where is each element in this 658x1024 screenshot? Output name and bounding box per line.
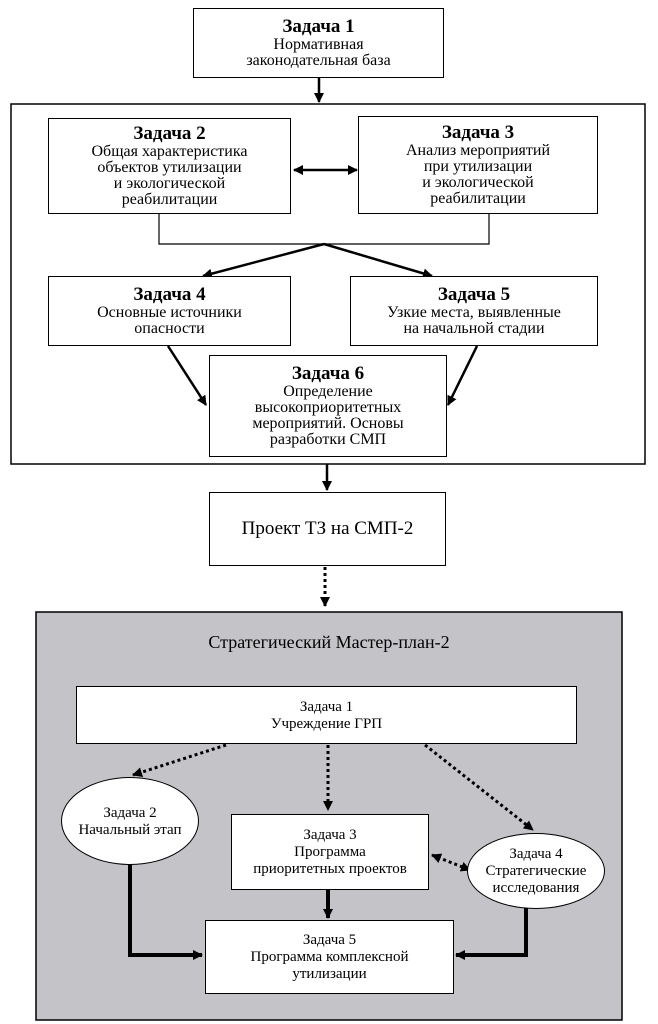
task3-title: Задача 3 bbox=[441, 122, 515, 143]
mp-task2-line: Начальный этап bbox=[78, 821, 182, 838]
mp-task4-line: Стратегические bbox=[485, 863, 587, 879]
mp-task3-box: Задача 3 Программа приоритетных проектов bbox=[231, 814, 429, 890]
arrow-mp3-mp4 bbox=[431, 853, 471, 872]
task2-line: объектов утилизации bbox=[97, 159, 242, 176]
task2-box: Задача 2 Общая характеристика объектов у… bbox=[48, 118, 291, 214]
project-box: Проект ТЗ на СМП-2 bbox=[209, 492, 446, 566]
task5-box: Задача 5 Узкие места, выявленные на нача… bbox=[350, 276, 598, 346]
arrow-to-task5 bbox=[323, 242, 433, 279]
masterplan-heading: Стратегический Мастер-план-2 bbox=[208, 632, 450, 652]
project-label: Проект ТЗ на СМП-2 bbox=[241, 518, 414, 539]
mp-task4-oval: Задача 4 Стратегические исследования bbox=[467, 833, 605, 909]
task3-line: реабилитации bbox=[430, 190, 526, 207]
mp-task5-line: Программа комплексной bbox=[250, 949, 409, 965]
task6-line: мероприятий. Основы bbox=[252, 415, 404, 432]
task5-line: Узкие места, выявленные bbox=[387, 304, 561, 321]
task1-box: Задача 1 Нормативная законодательная баз… bbox=[193, 8, 444, 78]
task4-box: Задача 4 Основные источники опасности bbox=[48, 276, 291, 346]
task2-line: Общая характеристика bbox=[91, 143, 248, 160]
mp-task2-title: Задача 2 bbox=[103, 804, 157, 821]
mp-task3-line: приоритетных проектов bbox=[253, 861, 407, 877]
task2-title: Задача 2 bbox=[133, 123, 206, 144]
arrow-mp1-to-mp4 bbox=[424, 743, 534, 832]
mp-task1-box: Задача 1 Учреждение ГРП bbox=[76, 686, 577, 744]
task6-line: Определение bbox=[283, 383, 373, 400]
mp-task5-title: Задача 5 bbox=[302, 932, 357, 948]
arrow-to-task4 bbox=[202, 242, 325, 279]
arrow-task5-to-task6 bbox=[446, 345, 479, 406]
task6-box: Задача 6 Определение высокоприоритетных … bbox=[209, 355, 447, 457]
task4-line: опасности bbox=[134, 320, 205, 337]
task3-line: при утилизации bbox=[423, 158, 533, 175]
arrow-mp2-to-mp5 bbox=[128, 862, 203, 960]
task4-line: Основные источники bbox=[97, 304, 242, 321]
task5-line: на начальной стадии bbox=[403, 320, 545, 337]
task6-line: разработки СМП bbox=[269, 431, 387, 448]
mp-task1-line: Учреждение ГРП bbox=[270, 715, 383, 732]
task2-line: реабилитации bbox=[121, 191, 218, 208]
mp-task2-oval: Задача 2 Начальный этап bbox=[61, 777, 199, 865]
mp-task3-line: Программа bbox=[294, 844, 366, 860]
task3-box: Задача 3 Анализ мероприятий при утилизац… bbox=[358, 116, 598, 214]
task6-line: высокоприоритетных bbox=[254, 399, 402, 416]
task3-line: и экологической bbox=[422, 174, 534, 191]
arrow-task4-to-task6 bbox=[166, 345, 208, 406]
task3-line: Анализ мероприятий bbox=[405, 142, 551, 159]
mp-task5-line: утилизации bbox=[292, 966, 367, 982]
mp-task3-title: Задача 3 bbox=[303, 827, 357, 843]
task5-title: Задача 5 bbox=[437, 284, 511, 305]
arrow-mp4-to-mp5 bbox=[455, 905, 528, 960]
mp-task4-title: Задача 4 bbox=[509, 846, 563, 862]
arrow-mp1-to-mp2 bbox=[132, 743, 227, 777]
task1-title: Задача 1 bbox=[282, 16, 355, 37]
task2-line: и экологической bbox=[113, 175, 226, 192]
mp-task1-title: Задача 1 bbox=[299, 698, 354, 715]
task1-line: Нормативная bbox=[273, 36, 364, 53]
task4-title: Задача 4 bbox=[133, 284, 206, 305]
task1-line: законодательная база bbox=[246, 52, 391, 69]
mp-task5-box: Задача 5 Программа комплексной утилизаци… bbox=[205, 920, 454, 994]
merge-bracket bbox=[158, 214, 490, 245]
mp-task4-line: исследования bbox=[492, 880, 580, 896]
task6-title: Задача 6 bbox=[291, 363, 365, 384]
